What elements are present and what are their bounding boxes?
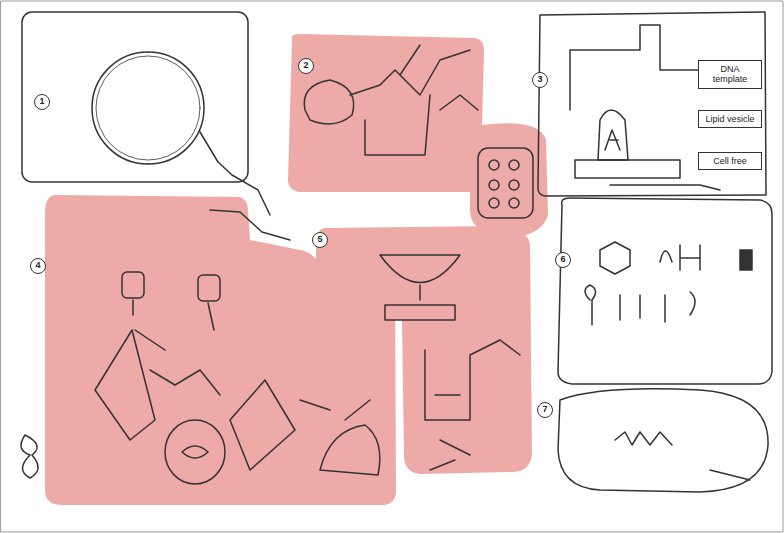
- callout-number: 4: [30, 258, 46, 274]
- pink-sketch-4: [95, 272, 380, 484]
- panel-outlines: [22, 12, 772, 492]
- ring: [92, 52, 204, 164]
- callout-number: 6: [555, 252, 571, 268]
- text-box: Lipid vesicle: [698, 110, 762, 128]
- callout-number: 5: [312, 232, 328, 248]
- callout-number: 3: [532, 72, 548, 88]
- molecule-sketch: [585, 242, 752, 325]
- strand-sketch: [615, 432, 750, 480]
- callout-number: 1: [34, 94, 50, 110]
- callout-number: 2: [298, 58, 314, 74]
- pink-sketch-5: [380, 255, 520, 470]
- text-box: Cell free: [698, 152, 762, 170]
- side-sketch: [21, 435, 38, 478]
- box-text: Cell free: [703, 156, 757, 166]
- wires: [200, 132, 290, 240]
- callout-number: 7: [537, 402, 553, 418]
- box-text: DNA template: [703, 64, 757, 85]
- text-box: DNA template: [698, 60, 762, 89]
- box-text: Lipid vesicle: [703, 114, 757, 124]
- pink-sketch-2: [304, 45, 533, 218]
- pink-regions: [45, 34, 548, 505]
- ring-inner: [96, 56, 200, 160]
